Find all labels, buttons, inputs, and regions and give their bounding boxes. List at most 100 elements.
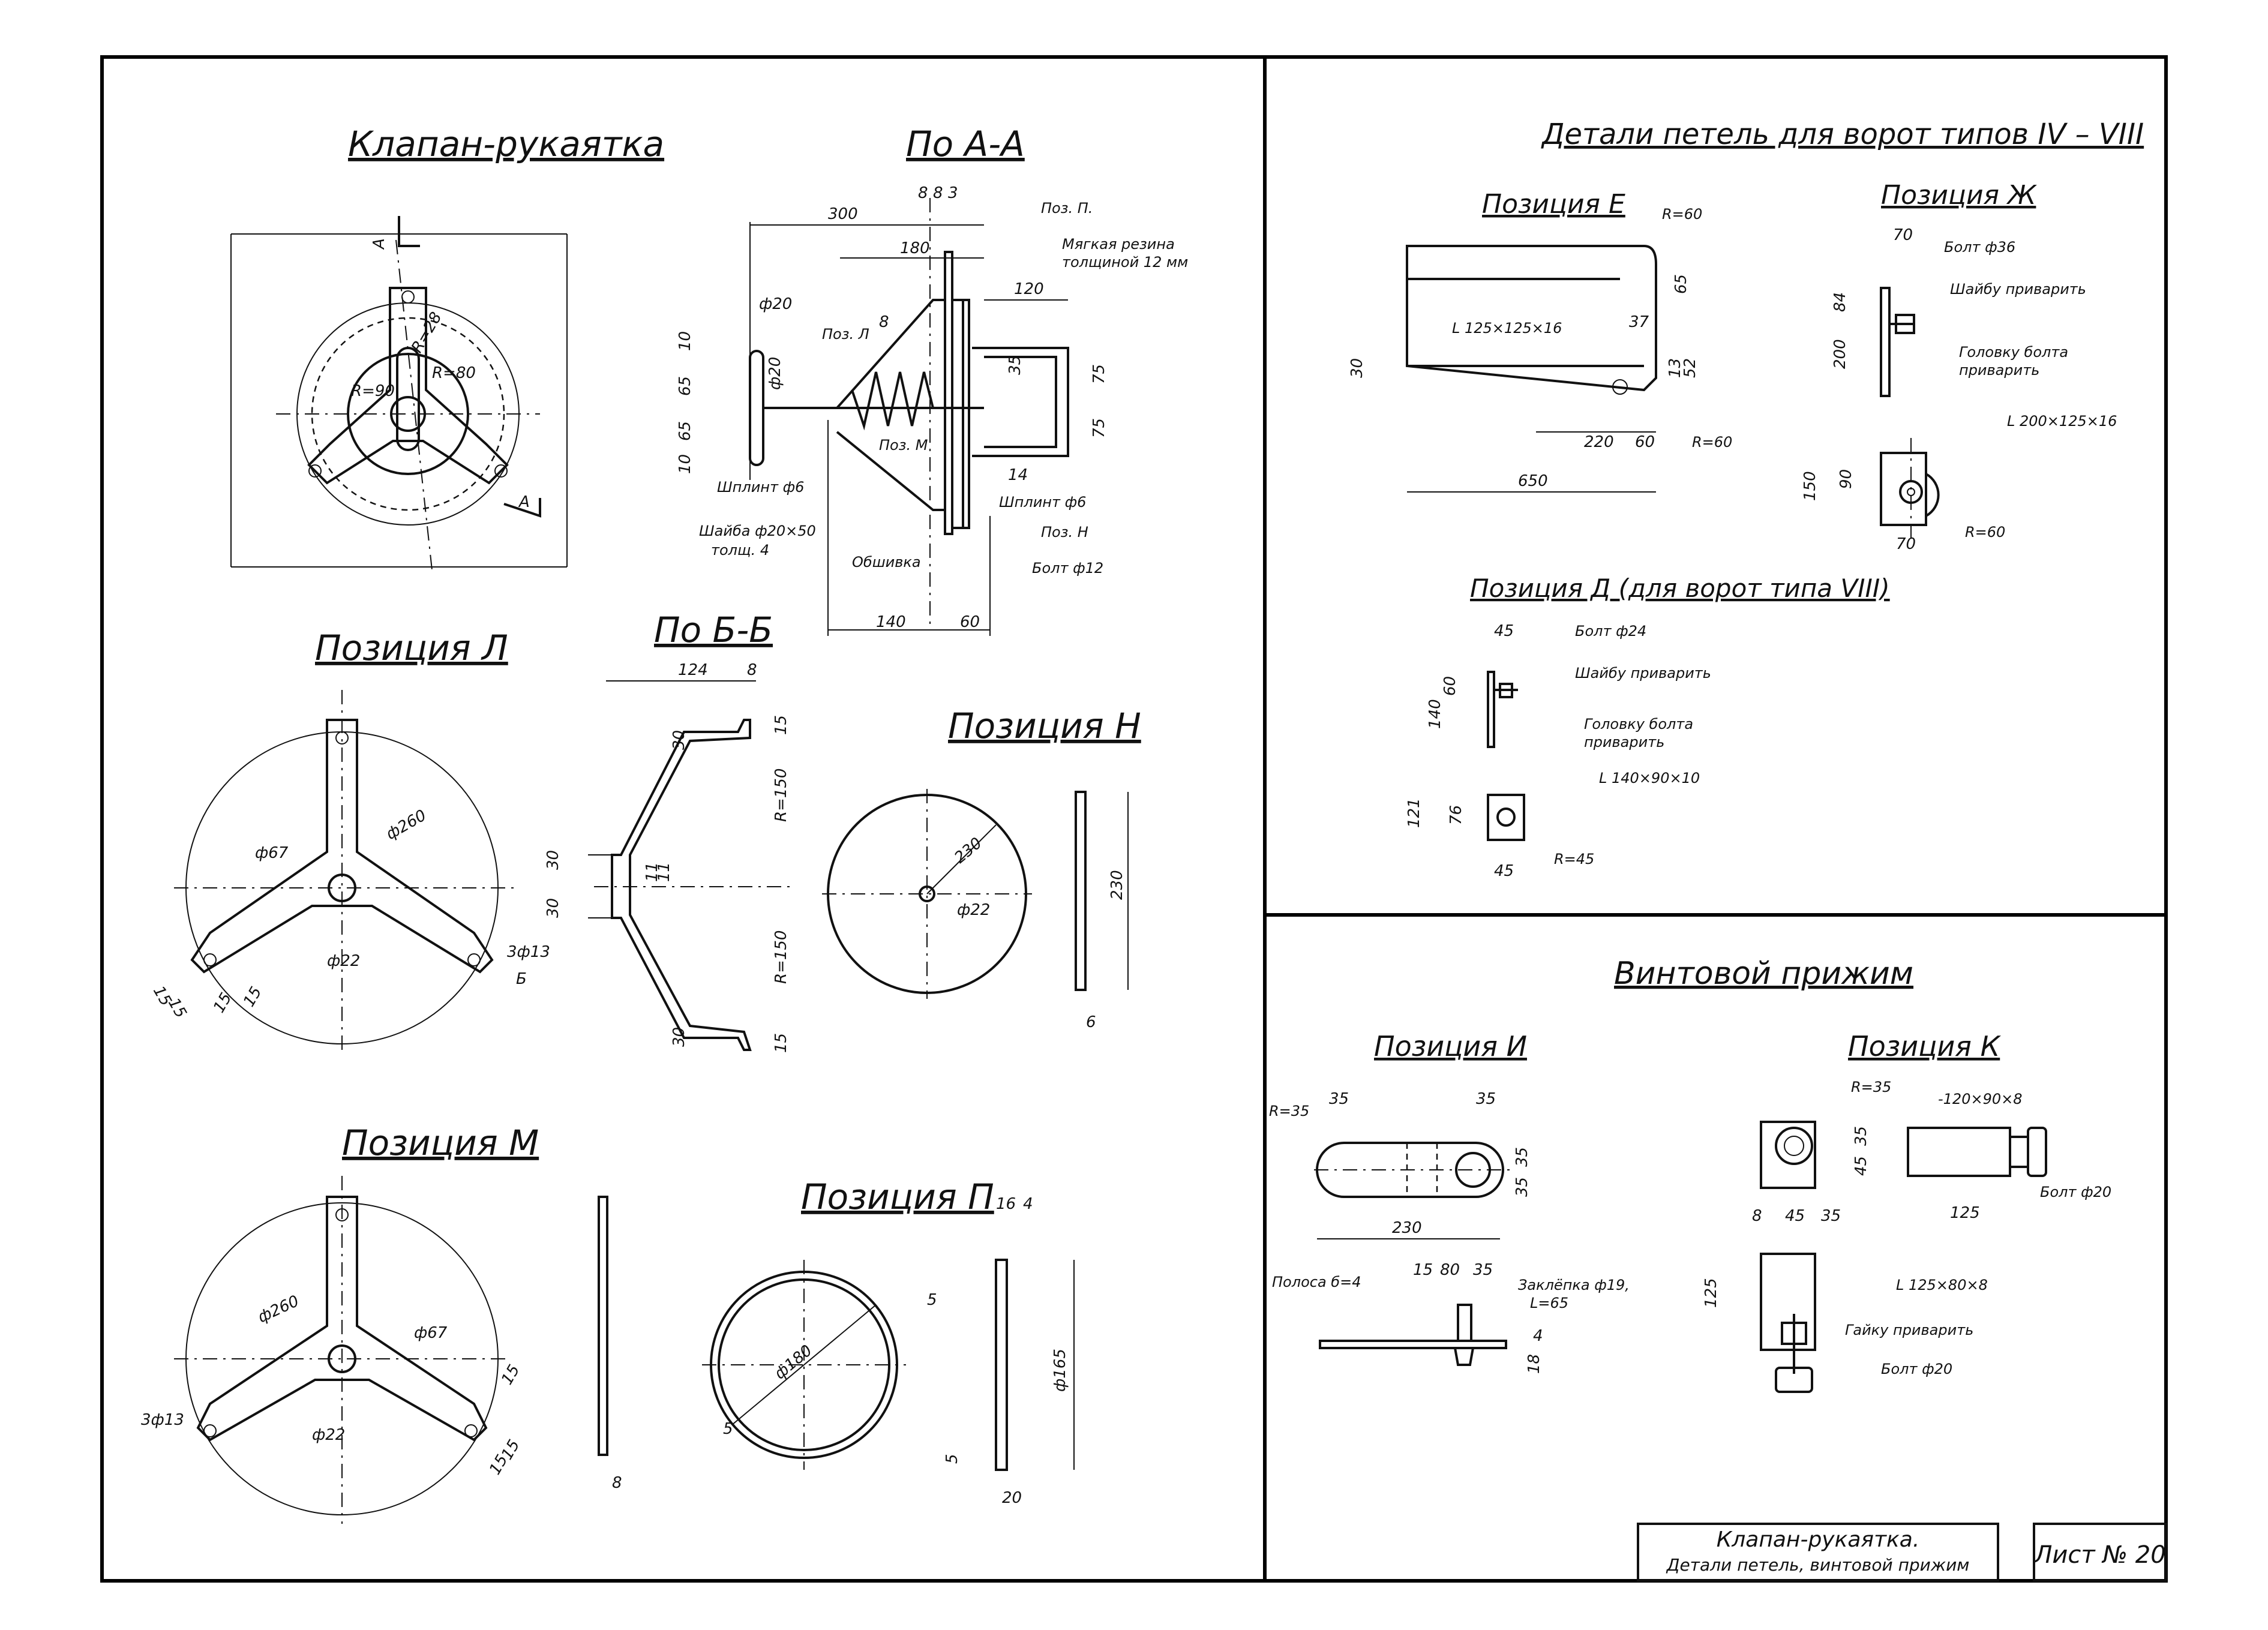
poz-p-title: Позиция П [801, 1176, 994, 1217]
aa-d8b: 8 [933, 184, 943, 202]
bb-d30b: 30 [544, 850, 562, 870]
poz-k-view: Позиция К R=35 -120×90×8 35 45 Болт ф20 … [1702, 1030, 2111, 1393]
sheet-number: Лист № 20 [2033, 1541, 2165, 1569]
bb-r150b: R=150 [772, 930, 790, 984]
poz-i-d18: 18 [1525, 1354, 1543, 1374]
poz-k-d35b: 35 [1821, 1207, 1841, 1225]
poz-l-d260: ф260 [383, 806, 430, 843]
poz-p-view: Позиция П ф180 5 5 16 4 ф165 5 20 [702, 1176, 1075, 1507]
section-aa-title: По А-А [906, 124, 1025, 164]
poz-i-d4: 4 [1533, 1327, 1543, 1345]
poz-e-r60b: R=60 [1692, 434, 1732, 451]
poz-zh-r60: R=60 [1965, 524, 2005, 541]
aa-bolt: Болт ф12 [1032, 560, 1103, 577]
poz-m-d15a: 15 [498, 1362, 524, 1388]
poz-i-view: Позиция И R=35 35 35 35 35 230 Полоса б=… [1269, 1030, 1630, 1374]
poz-k-d125b: 125 [1702, 1278, 1720, 1308]
poz-p-d180: ф180 [771, 1341, 815, 1383]
poz-k-bolt1: Болт ф20 [2040, 1184, 2111, 1200]
aa-d120: 120 [1014, 280, 1044, 298]
poz-k-d45a: 45 [1852, 1156, 1870, 1176]
poz-e-d30: 30 [1348, 358, 1366, 378]
bb-d8: 8 [747, 661, 757, 679]
prizhim-title: Винтовой прижим [1614, 956, 1913, 992]
poz-k-d8: 8 [1752, 1207, 1762, 1225]
aa-pozM: Поз. М [879, 437, 928, 454]
aa-d65a: 65 [676, 376, 694, 396]
poz-l-view: Позиция Л ф67 ф260 ф22 3ф13 15 15 15 15 … [149, 628, 550, 1056]
petli-section: Детали петель для ворот типов IV – VIII … [1348, 118, 2144, 880]
poz-d-angle: L 140×90×10 [1599, 770, 1700, 787]
poz-k-r35: R=35 [1851, 1079, 1891, 1095]
aa-d35: 35 [1006, 355, 1024, 375]
poz-e-title: Позиция Е [1482, 189, 1625, 220]
poz-k-d35a: 35 [1852, 1126, 1870, 1146]
poz-p-d16: 16 [996, 1195, 1016, 1213]
poz-zh-d84: 84 [1831, 292, 1849, 312]
poz-n-side230: 230 [1108, 870, 1126, 900]
aa-pozN: Поз. Н [1041, 524, 1088, 541]
aa-rubber2: толщиной 12 мм [1062, 254, 1188, 271]
title-block-line1: Клапан-рукаятка. [1717, 1527, 1920, 1552]
poz-e-d60: 60 [1635, 433, 1655, 451]
aa-d10a: 10 [676, 331, 694, 351]
poz-e-r60a: R=60 [1662, 206, 1702, 223]
poz-m-d67: ф67 [414, 1324, 448, 1342]
poz-k-plate: -120×90×8 [1938, 1091, 2023, 1107]
aa-d75a: 75 [1090, 364, 1108, 384]
poz-zh-d90: 90 [1837, 469, 1855, 489]
poz-l-d15c: 15 [210, 990, 236, 1016]
poz-zh-d150: 150 [1801, 471, 1819, 501]
poz-p-d165: ф165 [1051, 1349, 1069, 1392]
poz-m-d3f13: 3ф13 [141, 1411, 184, 1429]
aa-shplint2: Шплинт ф6 [999, 494, 1086, 511]
poz-e-d650: 650 [1518, 472, 1548, 490]
prizhim-section: Винтовой прижим Позиция И R=35 35 35 35 … [1269, 956, 2111, 1393]
aa-pozL: Поз. Л [822, 326, 869, 343]
poz-zh-golovku2: приварить [1959, 362, 2039, 379]
poz-k-bolt2: Болт ф20 [1881, 1361, 1952, 1377]
poz-zh-golovku1: Головку болта [1959, 344, 2068, 361]
aa-d8a: 8 [918, 184, 928, 202]
poz-l-title: Позиция Л [315, 628, 508, 668]
poz-l-d22: ф22 [327, 952, 360, 970]
poz-zh-title: Позиция Ж [1881, 180, 2037, 211]
poz-d-r45: R=45 [1554, 851, 1594, 867]
klapan-R80: R=80 [432, 364, 476, 382]
poz-l-b: Б [516, 970, 527, 988]
bb-d15b: 15 [772, 1033, 790, 1053]
aa-shayba2: толщ. 4 [711, 542, 769, 559]
poz-k-d45b: 45 [1785, 1207, 1805, 1225]
poz-n-view: Позиция Н 230 ф22 230 6 [822, 706, 1141, 1031]
bb-d30c: 30 [544, 898, 562, 918]
aa-d75b: 75 [1090, 418, 1108, 438]
poz-zh-shaybu: Шайбу приварить [1950, 281, 2086, 298]
aa-shplint1: Шплинт ф6 [717, 479, 804, 496]
poz-l-d67: ф67 [255, 844, 289, 862]
poz-d-d45a: 45 [1494, 622, 1514, 640]
aa-d14: 14 [1008, 466, 1028, 484]
klapan-title: Клапан-рукаятка [348, 124, 664, 164]
poz-i-d35c: 35 [1513, 1147, 1531, 1167]
petli-title: Детали петель для ворот типов IV – VIII [1541, 118, 2144, 151]
poz-n-d230: 230 [951, 834, 985, 867]
klapan-view: Клапан-рукаятка A A R=90 R=80 R=28 [230, 124, 664, 571]
poz-k-d125a: 125 [1950, 1204, 1980, 1222]
poz-p-d5c: 5 [943, 1454, 961, 1464]
poz-zh-bolt: Болт ф36 [1944, 239, 2015, 256]
aa-d20: ф20 [759, 295, 792, 313]
klapan-R90: R=90 [351, 382, 395, 400]
poz-zh-d70a: 70 [1893, 226, 1913, 244]
poz-e-d220: 220 [1584, 433, 1614, 451]
aa-shayba1: Шайба ф20×50 [699, 523, 816, 539]
poz-d-d76: 76 [1447, 805, 1465, 825]
aa-d3: 3 [948, 184, 958, 202]
poz-e-view: Позиция Е R=60 65 L 125×125×16 37 13 52 … [1348, 189, 1732, 493]
aa-d300: 300 [828, 205, 858, 223]
poz-m-d260: ф260 [255, 1292, 302, 1327]
poz-p-d5a: 5 [927, 1291, 937, 1309]
section-bb: По Б-Б 124 8 30 15 R=150 30 30 11 11 R=1… [544, 610, 792, 1053]
poz-k-gaiku: Гайку приварить [1845, 1322, 1973, 1338]
klapan-R28: R=28 [408, 309, 445, 356]
